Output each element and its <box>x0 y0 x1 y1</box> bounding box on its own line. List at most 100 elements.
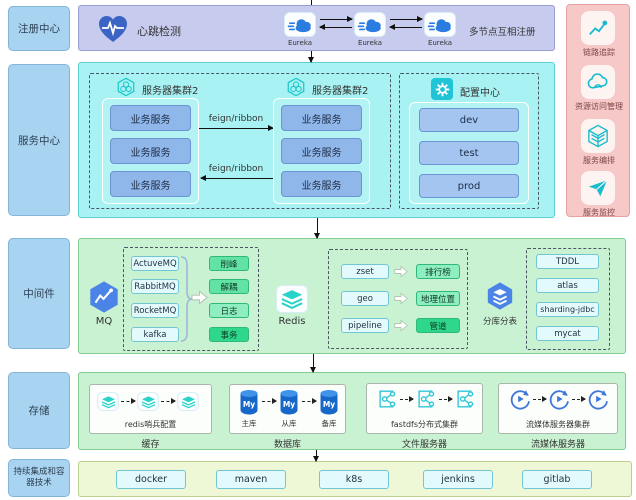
mq-use-box: 削峰 <box>209 256 249 271</box>
database-caption: 数据库 <box>273 440 301 450</box>
mq-product-box: kafka <box>131 327 179 342</box>
trace-tile <box>581 11 615 45</box>
redis-dashed-container <box>328 249 468 349</box>
svg-text:My: My <box>283 400 295 409</box>
mysql-cylinder-icon: My <box>320 390 338 415</box>
connector-middleware-storage <box>309 354 316 373</box>
service-box: 业务服务 <box>281 171 362 197</box>
dashed-arrow <box>262 398 277 405</box>
mq-use-box: 日志 <box>209 303 249 318</box>
env-box: test <box>419 141 519 165</box>
resource-tile <box>581 65 615 99</box>
config-center-title: 配置中心 <box>460 88 500 99</box>
orchestration-tile <box>581 119 615 153</box>
service-box: 业务服务 <box>281 105 362 131</box>
gear-icon <box>435 82 449 96</box>
config-dashed-container <box>399 73 539 209</box>
dashed-arrow <box>533 396 547 403</box>
side-label-service: 服务中心 <box>8 64 70 216</box>
mq-hexagon-chart-icon <box>90 281 118 313</box>
eureka-cloud-icon <box>427 18 451 32</box>
monitor-label: 服务监控 <box>583 208 615 217</box>
dashed-arrow <box>161 398 176 405</box>
service-box: 业务服务 <box>110 138 191 164</box>
heartbeat-label: 心跳检测 <box>137 25 181 38</box>
mq-product-box: ActuveMQ <box>131 256 179 271</box>
feign-arrow-right <box>199 124 274 131</box>
redis-node-tile <box>137 392 159 411</box>
media-loop-play-icon <box>510 390 530 410</box>
sharding-label: 分库分表 <box>482 317 517 327</box>
svg-text:My: My <box>243 400 255 409</box>
cluster-dashed-container <box>89 73 391 209</box>
block-arrow-icon <box>191 290 208 305</box>
block-arrow-icon <box>394 292 408 305</box>
side-label-middleware: 中间件 <box>8 238 70 349</box>
media-cluster-label: 流媒体服务器集群 <box>526 420 590 429</box>
ci-tool-box: maven <box>216 470 286 489</box>
redis-node-tile <box>97 392 119 411</box>
dashed-arrow <box>302 398 317 405</box>
redis-use-box: 管道 <box>416 318 460 333</box>
storage-row: redis哨兵配置 缓存 My My My 主库 从库 备库 数据库 fastd… <box>78 372 626 450</box>
svg-text:My: My <box>323 400 335 409</box>
media-caption: 流媒体服务器 <box>530 440 585 450</box>
sharding-dashed-container <box>526 248 610 350</box>
dashed-arrow <box>572 396 586 403</box>
cluster2-title: 服务器集群2 <box>312 86 369 97</box>
redis-tile <box>276 285 308 313</box>
mysql-cylinder-icon: My <box>280 390 298 415</box>
redis-layers-icon <box>181 395 195 408</box>
redis-label: Redis <box>278 316 306 327</box>
arrow-left <box>319 23 352 30</box>
dashed-arrow <box>121 398 136 405</box>
redis-layers-icon <box>281 290 303 310</box>
service-box: 业务服务 <box>281 138 362 164</box>
mq-product-box: RocketMQ <box>131 303 179 318</box>
eureka-cloud-icon <box>287 18 311 32</box>
orchestration-label: 服务编排 <box>583 156 615 165</box>
file-node-icon <box>457 390 474 408</box>
eureka-node-label: Eureka <box>287 39 313 47</box>
eureka-node-label: Eureka <box>357 39 383 47</box>
cluster1-title: 服务器集群2 <box>142 86 199 97</box>
ci-tool-box: gitlab <box>522 470 592 489</box>
orchestration-cube-icon <box>588 124 608 148</box>
feign-ribbon-label-bottom: feign/ribbon <box>208 164 264 174</box>
cache-cluster-label: redis哨兵配置 <box>124 420 177 429</box>
ci-tool-box: jenkins <box>423 470 493 489</box>
registry-row: 心跳检测 Eureka Eureka Eureka 多节点互相注册 <box>78 5 555 51</box>
service-box: 业务服务 <box>110 171 191 197</box>
media-loop-play-icon <box>588 390 608 410</box>
mq-product-box: RabbitMQ <box>131 279 179 294</box>
brace-icon <box>180 256 192 342</box>
side-label-storage: 存储 <box>8 372 70 449</box>
feign-ribbon-label-top: feign/ribbon <box>208 114 264 124</box>
eureka-node-label: Eureka <box>427 39 453 47</box>
sharding-product-box: TDDL <box>536 254 599 269</box>
sharding-hexagon-db-icon <box>487 282 513 310</box>
arrow-right <box>320 15 353 22</box>
config-gear-tile <box>431 78 453 100</box>
hexagon-cluster-icon <box>117 77 135 97</box>
connector-registry-service <box>307 51 314 63</box>
eureka-node-tile <box>424 12 456 37</box>
redis-layers-icon <box>141 395 155 408</box>
connector-storage-ci <box>312 450 319 462</box>
mysql-cylinder-icon: My <box>240 390 258 415</box>
block-arrow-icon <box>394 265 408 278</box>
eureka-cloud-icon <box>357 18 381 32</box>
dashed-arrow <box>439 396 453 403</box>
eureka-node-tile <box>284 12 316 37</box>
redis-layers-icon <box>101 395 115 408</box>
feign-arrow-left <box>200 174 273 181</box>
trace-chart-icon <box>589 20 608 36</box>
sharding-product-box: mycat <box>536 326 599 341</box>
redis-key-box: zset <box>341 264 389 279</box>
multi-node-note: 多节点互相注册 <box>469 27 536 38</box>
heart-pulse-icon <box>99 16 127 42</box>
redis-node-tile <box>177 392 199 411</box>
service-row: 服务器集群2 业务服务 业务服务 业务服务 feign/ribbon feign… <box>78 62 555 218</box>
side-label-registry: 注册中心 <box>8 6 70 51</box>
mq-label: MQ <box>95 316 113 327</box>
